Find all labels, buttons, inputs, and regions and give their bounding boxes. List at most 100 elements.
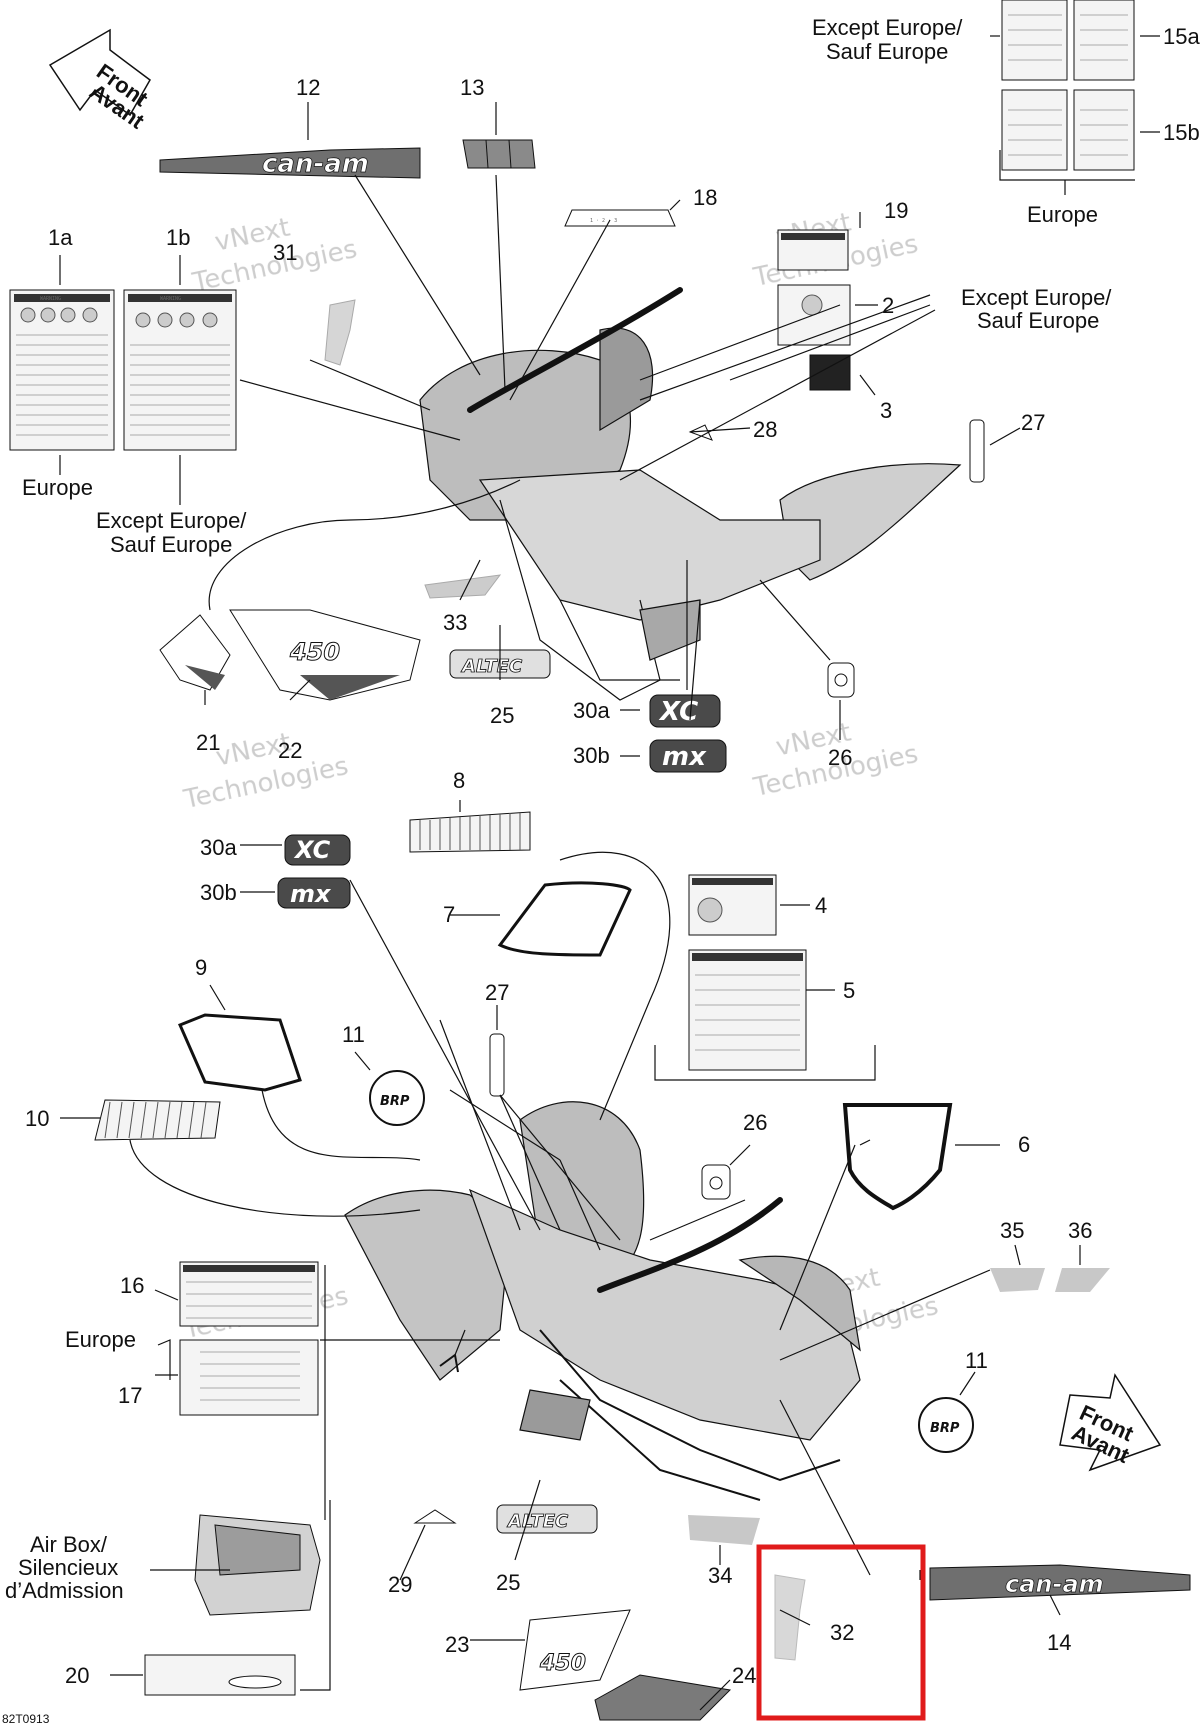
decal-36 xyxy=(1055,1268,1110,1292)
svg-text:Except Europe/: Except Europe/ xyxy=(96,508,247,533)
highlight-box-32 xyxy=(756,1544,926,1721)
atv-top-view xyxy=(419,287,962,701)
svg-text:Silencieux: Silencieux xyxy=(18,1555,118,1580)
svg-text:450: 450 xyxy=(289,638,340,666)
decal-31 xyxy=(324,299,356,366)
decal-27-bottom xyxy=(489,1033,505,1097)
callout-2: 2 xyxy=(882,293,894,318)
callout-30b-top: 30b xyxy=(573,743,610,768)
callout-25-top: 25 xyxy=(490,703,514,728)
decal-10 xyxy=(94,1099,221,1141)
label-20 xyxy=(144,1654,296,1696)
decal-33 xyxy=(424,574,502,599)
callout-33: 33 xyxy=(443,610,467,635)
label-15a xyxy=(1001,0,1135,81)
svg-text:mx: mx xyxy=(662,742,707,772)
svg-text:1 · 2 · 3: 1 · 2 · 3 xyxy=(590,218,617,224)
callout-18: 18 xyxy=(693,185,717,210)
svg-text:XC: XC xyxy=(293,836,331,864)
decal-18: 1 · 2 · 3 xyxy=(564,209,676,227)
svg-text:XC: XC xyxy=(658,697,698,727)
warning-label-1b: WARNING xyxy=(123,289,237,451)
callout-11-right: 11 xyxy=(965,1348,988,1373)
callout-28: 28 xyxy=(753,417,777,442)
callout-26-bottom: 26 xyxy=(743,1110,767,1135)
callout-22: 22 xyxy=(278,738,302,763)
callout-11-left: 11 xyxy=(342,1022,365,1047)
callout-13: 13 xyxy=(460,75,484,100)
decal-altec-bottom: ALTEC xyxy=(496,1504,598,1534)
decal-23: 450 xyxy=(519,1609,631,1691)
svg-text:can-am: can-am xyxy=(1005,1570,1104,1598)
decal-can-am-bottom: can-am xyxy=(929,1564,1191,1601)
decal-26-top xyxy=(827,662,855,698)
svg-text:BRP: BRP xyxy=(380,1094,410,1109)
leader-lines xyxy=(59,35,1160,1711)
decal-32 xyxy=(774,1574,806,1661)
decal-mx-top: mx xyxy=(649,739,727,773)
callout-23: 23 xyxy=(445,1632,469,1657)
callout-1a: 1a xyxy=(48,225,73,250)
callout-12: 12 xyxy=(296,75,320,100)
callout-27-top: 27 xyxy=(1021,410,1045,435)
decal-9 xyxy=(178,1013,302,1092)
svg-text:ALTEC: ALTEC xyxy=(506,1511,569,1532)
svg-text:Sauf Europe: Sauf Europe xyxy=(110,532,232,557)
callout-numbers: 1a 1b 2 3 4 5 6 7 8 9 10 11 11 12 13 14 … xyxy=(25,24,1200,1688)
callout-8: 8 xyxy=(453,768,465,793)
callout-7: 7 xyxy=(443,902,455,927)
callout-25-bottom: 25 xyxy=(496,1570,520,1595)
decal-24 xyxy=(594,1674,732,1721)
svg-text:Except Europe/: Except Europe/ xyxy=(961,285,1112,310)
decal-35 xyxy=(990,1268,1045,1292)
callout-1b: 1b xyxy=(166,225,190,250)
callout-30a-bottom: 30a xyxy=(200,835,237,860)
svg-text:450: 450 xyxy=(539,1651,586,1676)
callout-5: 5 xyxy=(843,978,855,1003)
label-19 xyxy=(777,229,849,271)
decal-xc-top: XC xyxy=(649,694,721,728)
callout-16: 16 xyxy=(120,1273,144,1298)
callout-27-bottom: 27 xyxy=(485,980,509,1005)
label-15b xyxy=(1001,89,1135,171)
decal-brp-11-right: BRP xyxy=(918,1397,974,1453)
warning-label-1a: WARNING xyxy=(9,289,115,451)
captions: Except Europe/ Sauf Europe Europe Europe… xyxy=(5,15,1112,1603)
warning-label-5 xyxy=(688,949,807,1071)
decal-6 xyxy=(842,1103,953,1211)
svg-text:Europe: Europe xyxy=(22,475,93,500)
callout-14: 14 xyxy=(1047,1630,1071,1655)
svg-text:Sauf Europe: Sauf Europe xyxy=(977,308,1099,333)
callout-3: 3 xyxy=(880,398,892,423)
decal-brp-11-left: BRP xyxy=(369,1070,425,1126)
callout-26-top: 26 xyxy=(828,745,852,770)
svg-text:Sauf Europe: Sauf Europe xyxy=(826,39,948,64)
front-arrow-top-icon: Front Avant xyxy=(48,28,153,134)
callout-6: 6 xyxy=(1018,1132,1030,1157)
callout-17: 17 xyxy=(118,1383,142,1408)
callout-19: 19 xyxy=(884,198,908,223)
decal-xc-bottom: XC xyxy=(284,834,351,866)
decal-8 xyxy=(409,811,531,853)
callout-35: 35 xyxy=(1000,1218,1024,1243)
callout-30a-top: 30a xyxy=(573,698,610,723)
callout-30b-bottom: 30b xyxy=(200,880,237,905)
callout-29: 29 xyxy=(388,1572,412,1597)
callout-15b: 15b xyxy=(1163,120,1200,145)
warning-label-16 xyxy=(179,1261,319,1327)
callout-15a: 15a xyxy=(1163,24,1200,49)
decal-26-bottom xyxy=(701,1164,731,1200)
svg-text:d’Admission: d’Admission xyxy=(5,1578,124,1603)
decal-7 xyxy=(497,881,632,957)
decal-mx-bottom: mx xyxy=(277,877,351,909)
callout-20: 20 xyxy=(65,1663,89,1688)
callout-32: 32 xyxy=(830,1620,854,1645)
callout-31: 31 xyxy=(273,240,297,265)
callout-9: 9 xyxy=(195,955,207,980)
front-arrow-bottom-icon: Front Avant xyxy=(1059,1373,1162,1472)
svg-text:Europe: Europe xyxy=(1027,202,1098,227)
decal-34 xyxy=(688,1515,760,1545)
decal-21 xyxy=(159,614,231,691)
callout-34: 34 xyxy=(708,1563,732,1588)
